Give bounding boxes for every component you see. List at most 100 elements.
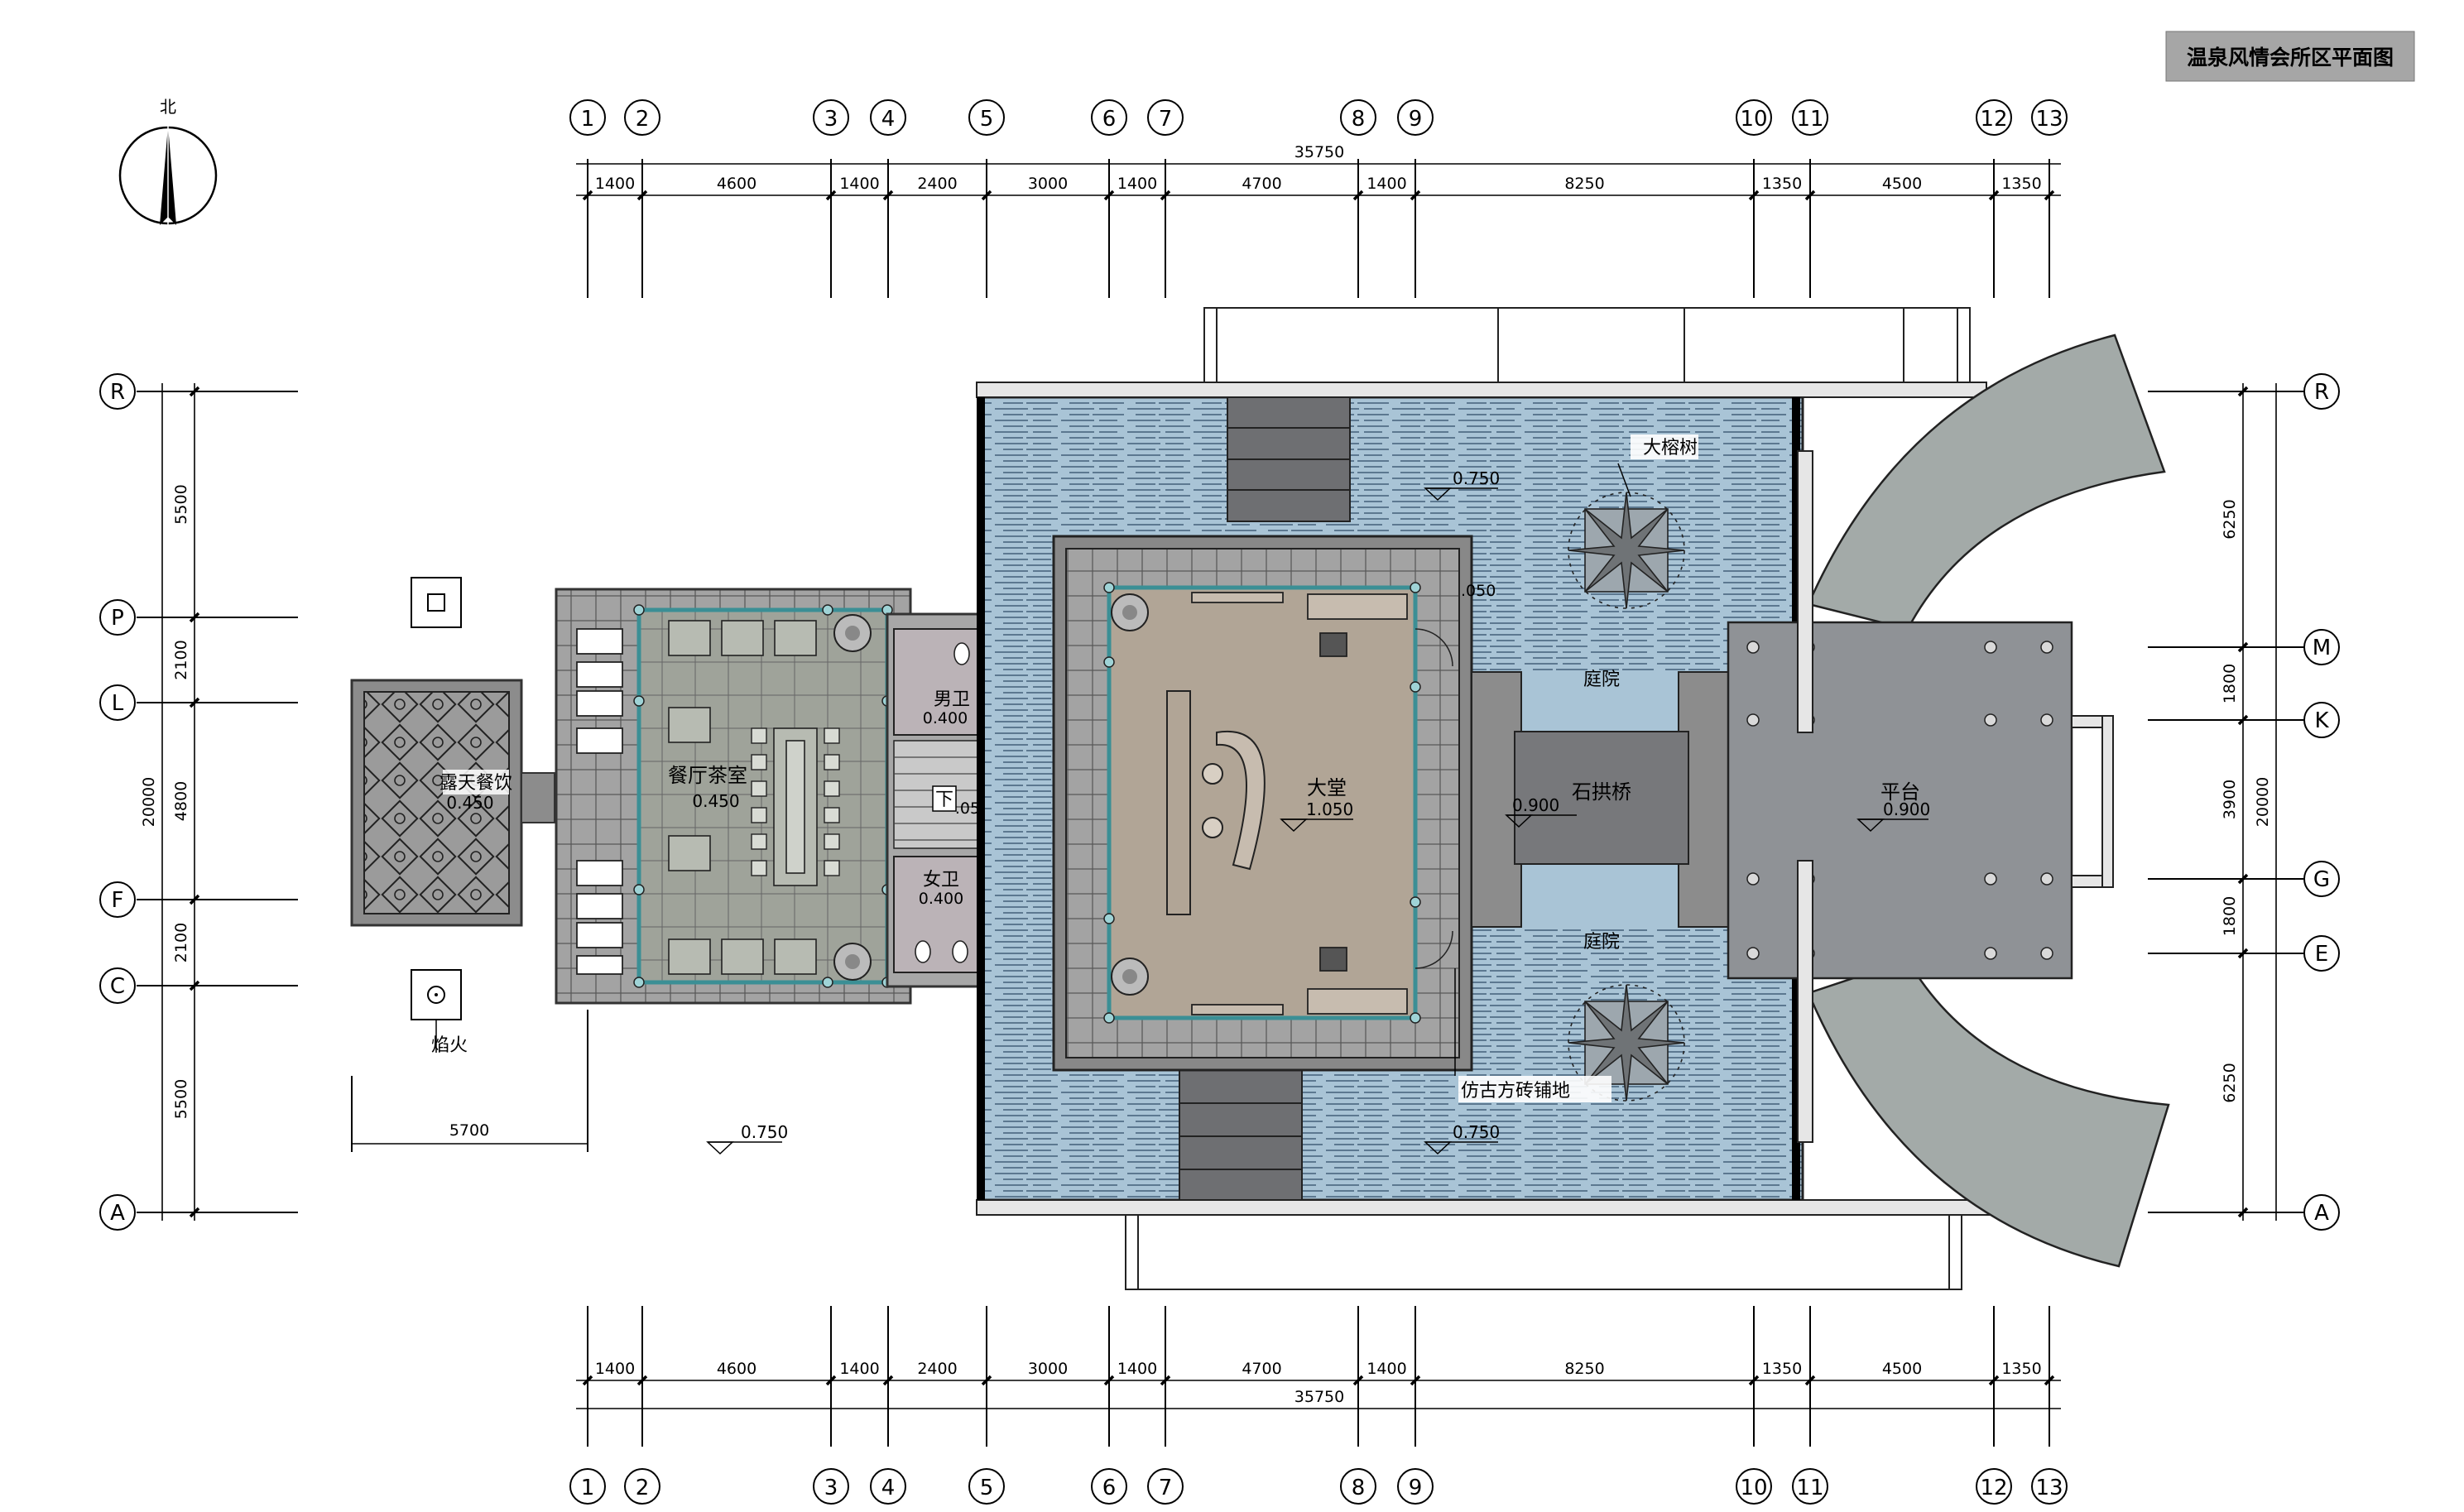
banyan-label: 大榕树 <box>1643 438 1698 458</box>
dim-tick <box>981 190 992 201</box>
axis-bubble-row-right-R <box>2303 373 2340 410</box>
column-spacing-top: 1350 <box>1762 175 1802 193</box>
axis-label-row-left-F: F <box>112 888 124 913</box>
title-block: 温泉风情会所区平面图 <box>2165 31 2415 82</box>
axis-bubble-col-8-top <box>1340 99 1376 136</box>
row-spacing-right: 6250 <box>2221 1063 2239 1102</box>
curved-walkway <box>1807 334 2170 1268</box>
axis-bubble-col-8-bottom <box>1340 1468 1376 1505</box>
axis-bubble-col-12-bottom <box>1976 1468 2012 1505</box>
axis-bubble-row-left-C <box>99 967 136 1004</box>
axis-label-col-11-bottom: 11 <box>1796 1476 1823 1500</box>
lamp-post-icon <box>411 577 462 628</box>
axis-bubble-col-10-top <box>1736 99 1772 136</box>
dim-tick <box>1410 190 1421 201</box>
dim-tick <box>1410 1375 1421 1386</box>
axis-label-col-11-top: 11 <box>1796 107 1823 132</box>
tree-icon <box>1568 492 1685 1102</box>
column-spacing-top: 3000 <box>1028 175 1068 193</box>
table-icon <box>668 620 818 975</box>
courtyard-north-label: 庭院 <box>1583 670 1620 690</box>
axis-label-row-left-P: P <box>111 606 124 631</box>
axis-bubble-col-5-bottom <box>968 1468 1005 1505</box>
column-spacing-bottom: 4600 <box>717 1360 756 1378</box>
lobby: 大堂 1.050 .050 <box>1052 535 1496 1072</box>
column-spacing-top: 1400 <box>839 175 879 193</box>
dim-tick <box>1804 1375 1816 1386</box>
womens-wc-label: 女卫 <box>923 870 959 890</box>
drawing-title: 温泉风情会所区平面图 <box>2187 46 2394 70</box>
column-spacing-top: 1350 <box>2001 175 2041 193</box>
dim-tick <box>582 1375 593 1386</box>
column-spacing-bottom: 4500 <box>1882 1360 1922 1378</box>
column-spacing-bottom: 1400 <box>595 1360 635 1378</box>
dim-tick <box>1160 1375 1171 1386</box>
axis-label-col-2-top: 2 <box>636 107 650 132</box>
axis-label-col-5-top: 5 <box>980 107 994 132</box>
toilet-icon <box>915 642 970 963</box>
axis-bubble-row-left-A <box>99 1194 136 1231</box>
row-spacing-left: 5500 <box>172 1079 190 1119</box>
row-spacing-left: 2100 <box>172 640 190 679</box>
dim-tick <box>1352 190 1364 201</box>
column-spacing-top: 1400 <box>1117 175 1157 193</box>
axis-label-col-10-top: 10 <box>1740 107 1767 132</box>
dim-tick <box>1103 190 1115 201</box>
axis-bubble-col-4-bottom <box>870 1468 906 1505</box>
north-arrow-icon: 北 <box>118 97 218 225</box>
axis-bubble-col-5-top <box>968 99 1005 136</box>
dim-tick <box>2044 1375 2055 1386</box>
axis-label-col-13-bottom: 13 <box>2035 1476 2063 1500</box>
stone-bridge-label: 石拱桥 <box>1572 780 1631 804</box>
row-spacing-right: 1800 <box>2221 664 2239 703</box>
axis-bubble-row-left-P <box>99 599 136 636</box>
axis-label-col-13-top: 13 <box>2035 107 2063 132</box>
platform: 平台 0.900 <box>1727 450 2114 1143</box>
ground-level-west-text: 0.750 <box>741 1122 788 1142</box>
axis-label-row-right-K: K <box>2314 708 2329 733</box>
axis-bubble-col-4-top <box>870 99 906 136</box>
dim-tick <box>1988 1375 2000 1386</box>
axis-bubble-col-3-bottom <box>813 1468 849 1505</box>
column-spacing-bottom: 1400 <box>1366 1360 1406 1378</box>
lobby-level: 1.050 <box>1306 799 1353 819</box>
dining-tea-label: 餐厅茶室 <box>668 764 747 787</box>
axis-label-row-right-R: R <box>2314 380 2329 405</box>
axis-bubble-row-left-L <box>99 684 136 721</box>
axis-bubble-col-13-bottom <box>2031 1468 2068 1505</box>
womens-wc-level: 0.400 <box>919 890 963 908</box>
column-spacing-bottom: 3000 <box>1028 1360 1068 1378</box>
axis-label-col-8-top: 8 <box>1352 107 1366 132</box>
axis-bubble-row-left-F <box>99 881 136 918</box>
axis-label-col-1-top: 1 <box>581 107 595 132</box>
axis-label-row-right-E: E <box>2315 942 2328 967</box>
column-spacing-bottom: 2400 <box>917 1360 957 1378</box>
column-spacing-bottom: 4700 <box>1242 1360 1281 1378</box>
dim-tick <box>1748 1375 1760 1386</box>
axis-label-col-6-top: 6 <box>1102 107 1117 132</box>
dim-tick <box>1352 1375 1364 1386</box>
north-label: 北 <box>160 97 176 117</box>
axis-label-col-1-bottom: 1 <box>581 1476 595 1500</box>
axis-bubble-row-right-G <box>2303 861 2340 897</box>
column-spacing-bottom: 8250 <box>1564 1360 1604 1378</box>
dim-tick <box>2044 190 2055 201</box>
total-depth-left: 20000 <box>140 777 158 827</box>
pond-level-south-text: 0.750 <box>1453 1122 1500 1142</box>
axis-bubble-row-right-K <box>2303 702 2340 738</box>
axis-label-row-left-A: A <box>110 1201 125 1226</box>
lobby-label: 大堂 <box>1307 776 1347 799</box>
axis-label-col-7-top: 7 <box>1159 107 1173 132</box>
column-spacing-top: 1400 <box>595 175 635 193</box>
axis-bubble-row-right-A <box>2303 1194 2340 1231</box>
axis-bubble-row-left-R <box>99 373 136 410</box>
column-spacing-bottom: 1400 <box>839 1360 879 1378</box>
axis-label-col-9-top: 9 <box>1409 107 1423 132</box>
axis-label-col-7-bottom: 7 <box>1159 1476 1173 1500</box>
axis-bubble-col-6-top <box>1091 99 1127 136</box>
platform-level: 0.900 <box>1883 799 1930 819</box>
dim-tick <box>636 190 648 201</box>
dim-tick <box>1160 190 1171 201</box>
dim-tick <box>825 1375 837 1386</box>
stone-bridge-level: 0.900 <box>1512 795 1559 815</box>
